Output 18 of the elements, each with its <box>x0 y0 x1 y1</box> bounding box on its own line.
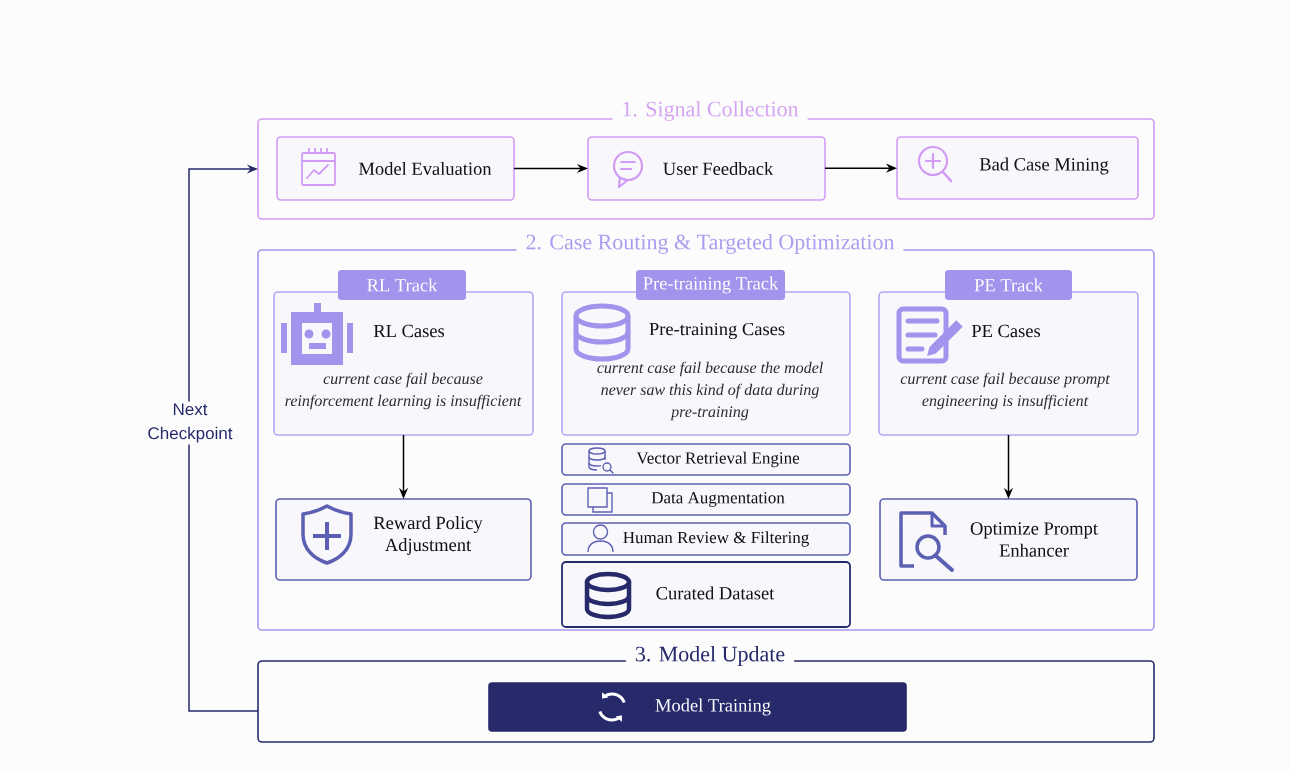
track-card: PE Cases current case fail because prompt engineering is insufficient <box>878 291 1139 436</box>
process-box: Model Training <box>488 682 907 732</box>
process-box: Data Augmentation <box>561 483 851 516</box>
track-tab: RL Track <box>338 270 466 300</box>
node-label: 1. Signal Collection <box>623 100 799 122</box>
process-box: Curated Dataset <box>561 561 851 628</box>
process-box: Vector Retrieval Engine <box>561 443 851 476</box>
track-tab: PE Track <box>945 270 1072 300</box>
process-box: Model Evaluation <box>276 136 515 201</box>
track-tab: Pre-training Track <box>636 270 785 300</box>
edge-label: Next Checkpoint <box>140 401 240 445</box>
process-box: Human Review & Filtering <box>561 522 851 556</box>
process-box: User Feedback <box>587 136 826 201</box>
arrow <box>188 164 259 712</box>
process-box: Reward Policy Adjustment <box>275 498 532 581</box>
process-box: Optimize Prompt Enhancer <box>879 498 1138 581</box>
process-box: Bad Case Mining <box>896 136 1139 200</box>
track-card: RL Cases current case fail because reinforcement learning is insufficient <box>273 291 534 436</box>
